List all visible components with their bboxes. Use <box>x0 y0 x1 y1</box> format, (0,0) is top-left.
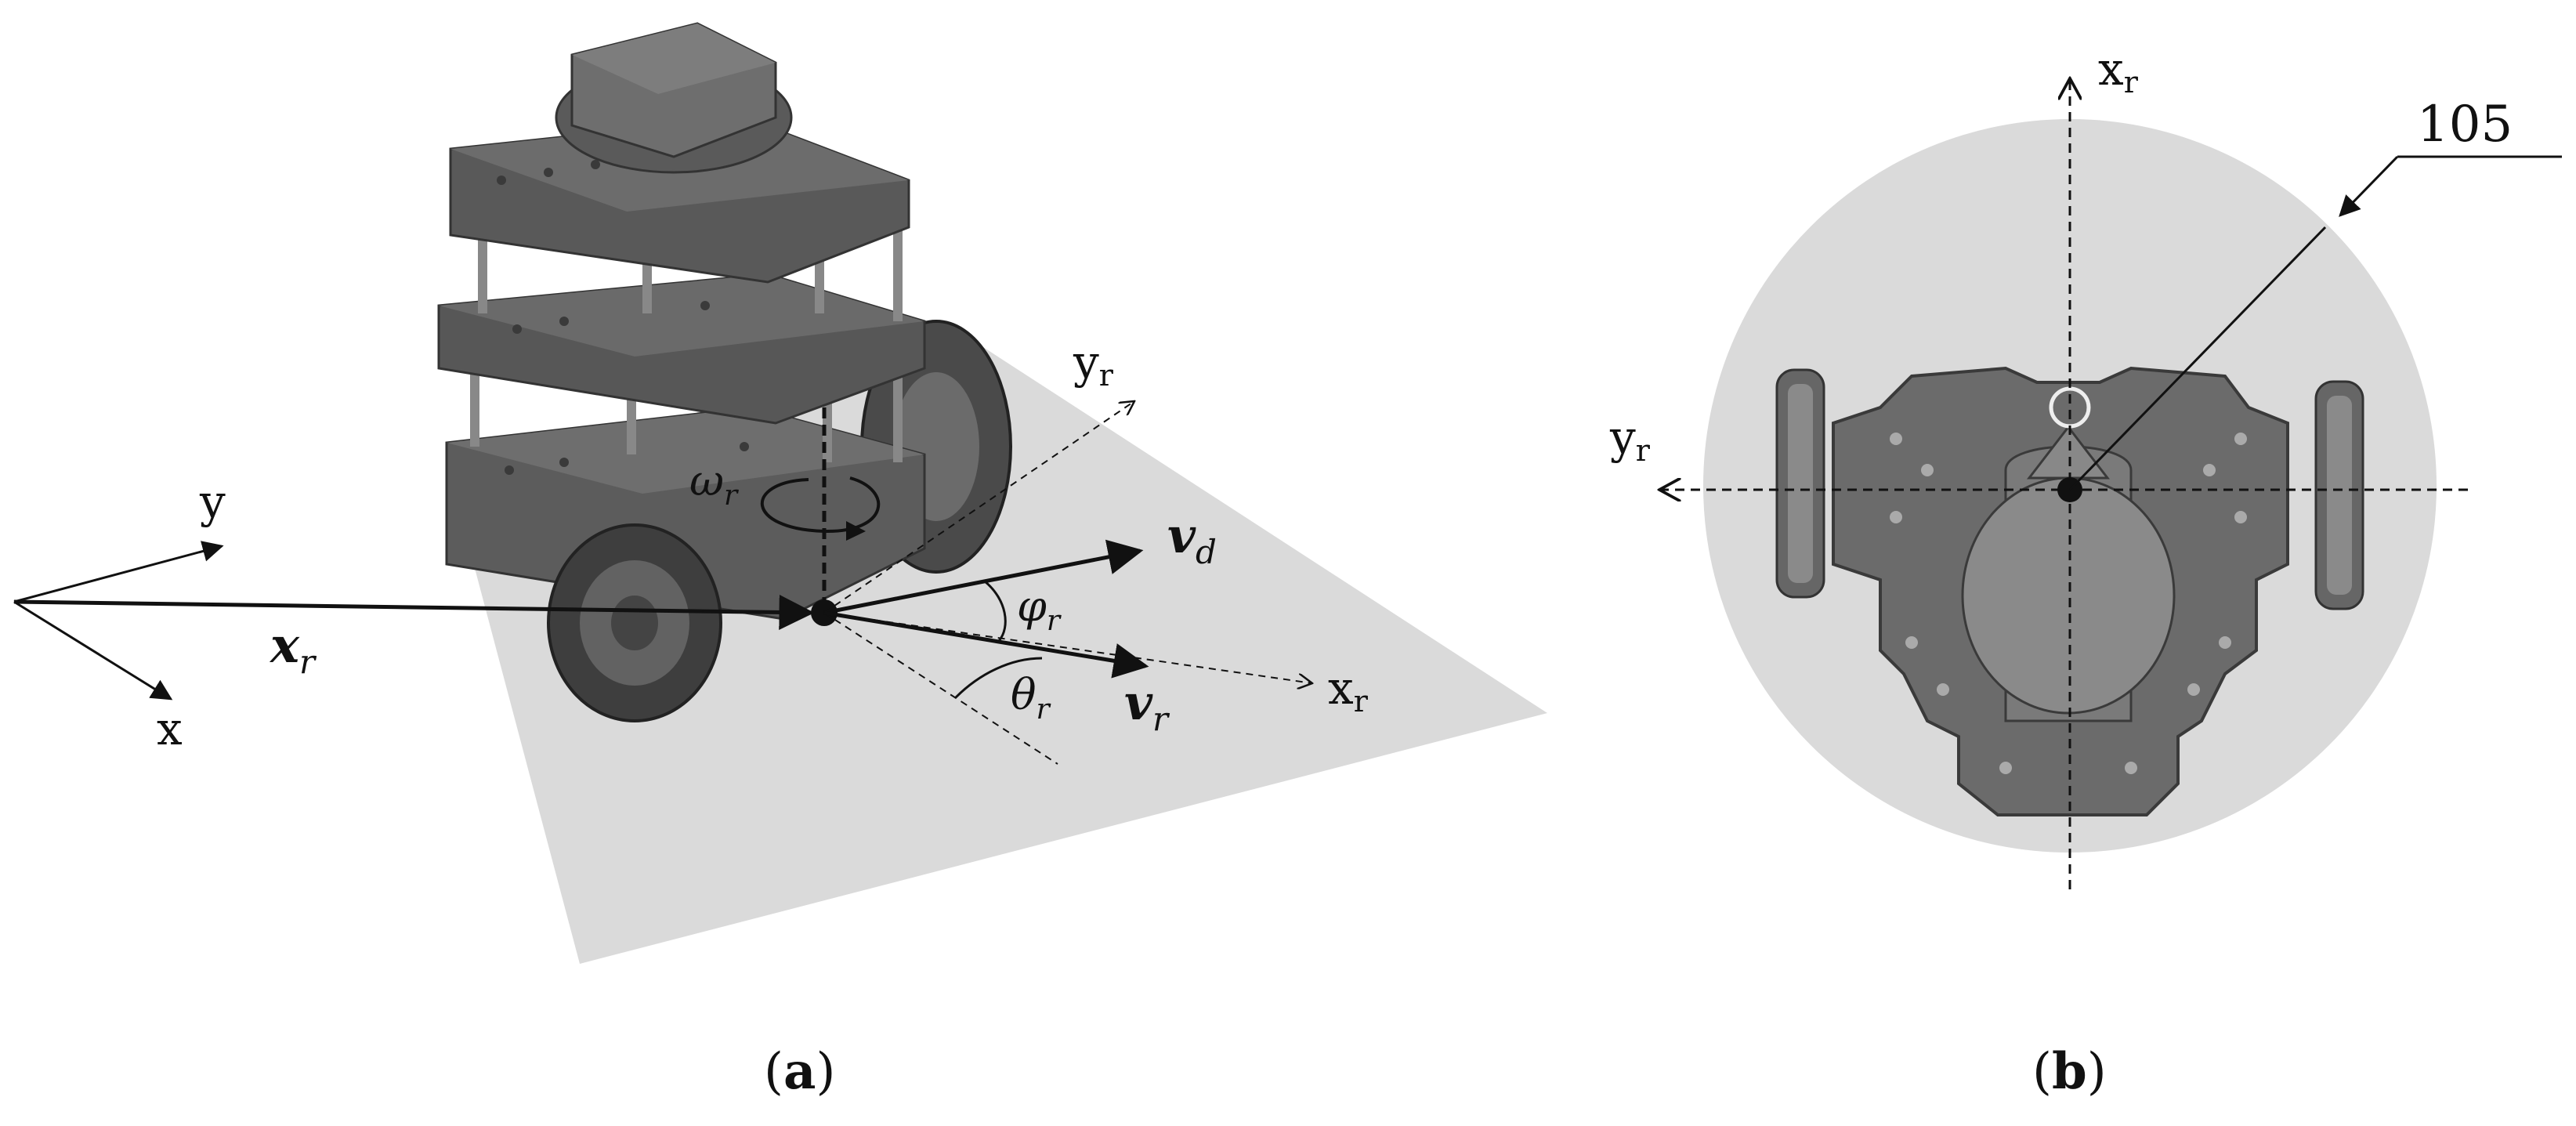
caption-b-close: ) <box>2086 1043 2107 1101</box>
callout-number: 105 <box>2417 96 2513 154</box>
caption-a-close: ) <box>816 1043 836 1101</box>
vd-label: vd <box>1167 507 1217 571</box>
world-y-label: y <box>199 475 226 528</box>
caption-a-open: ( <box>764 1043 783 1101</box>
omega-label: ωr <box>689 456 739 512</box>
caption-b-letter: b <box>2051 1042 2087 1101</box>
robot-3d-model <box>437 22 1012 722</box>
callout-leader-line <box>2068 226 2327 491</box>
robot-xr-label: xr <box>1328 661 1369 719</box>
theta-reference-line <box>823 612 1058 765</box>
panel-b: xr yr 105 <box>1609 42 2562 889</box>
callout-pointer-arrow <box>2339 155 2399 217</box>
phi-angle-arc <box>984 580 1007 642</box>
theta-label: θr <box>1011 670 1051 726</box>
omega-rotation-arrow <box>761 476 881 534</box>
robot-yr-label: yr <box>1073 335 1114 393</box>
caster-housing <box>1961 476 2176 715</box>
caption-b-open: ( <box>2032 1043 2052 1101</box>
top-view-xr-label: xr <box>2098 42 2139 100</box>
world-x-label: x <box>157 702 183 755</box>
desired-velocity-vector <box>823 539 1144 615</box>
caption-b: (b) <box>2032 1042 2107 1101</box>
phi-label: φr <box>1017 581 1062 637</box>
theta-angle-arc <box>954 657 1043 699</box>
position-vector-label: xr <box>269 617 317 681</box>
panel-a: y x xr ωr yr xr vd <box>13 22 1547 964</box>
caption-a-letter: a <box>783 1042 816 1101</box>
position-vector-xr <box>13 594 815 630</box>
caption-a: (a) <box>764 1042 835 1101</box>
world-y-axis <box>13 541 224 603</box>
world-x-axis <box>13 600 173 701</box>
vr-label: vr <box>1124 674 1170 738</box>
robot-velocity-vector <box>823 610 1149 679</box>
top-view-yr-label: yr <box>1609 411 1651 468</box>
